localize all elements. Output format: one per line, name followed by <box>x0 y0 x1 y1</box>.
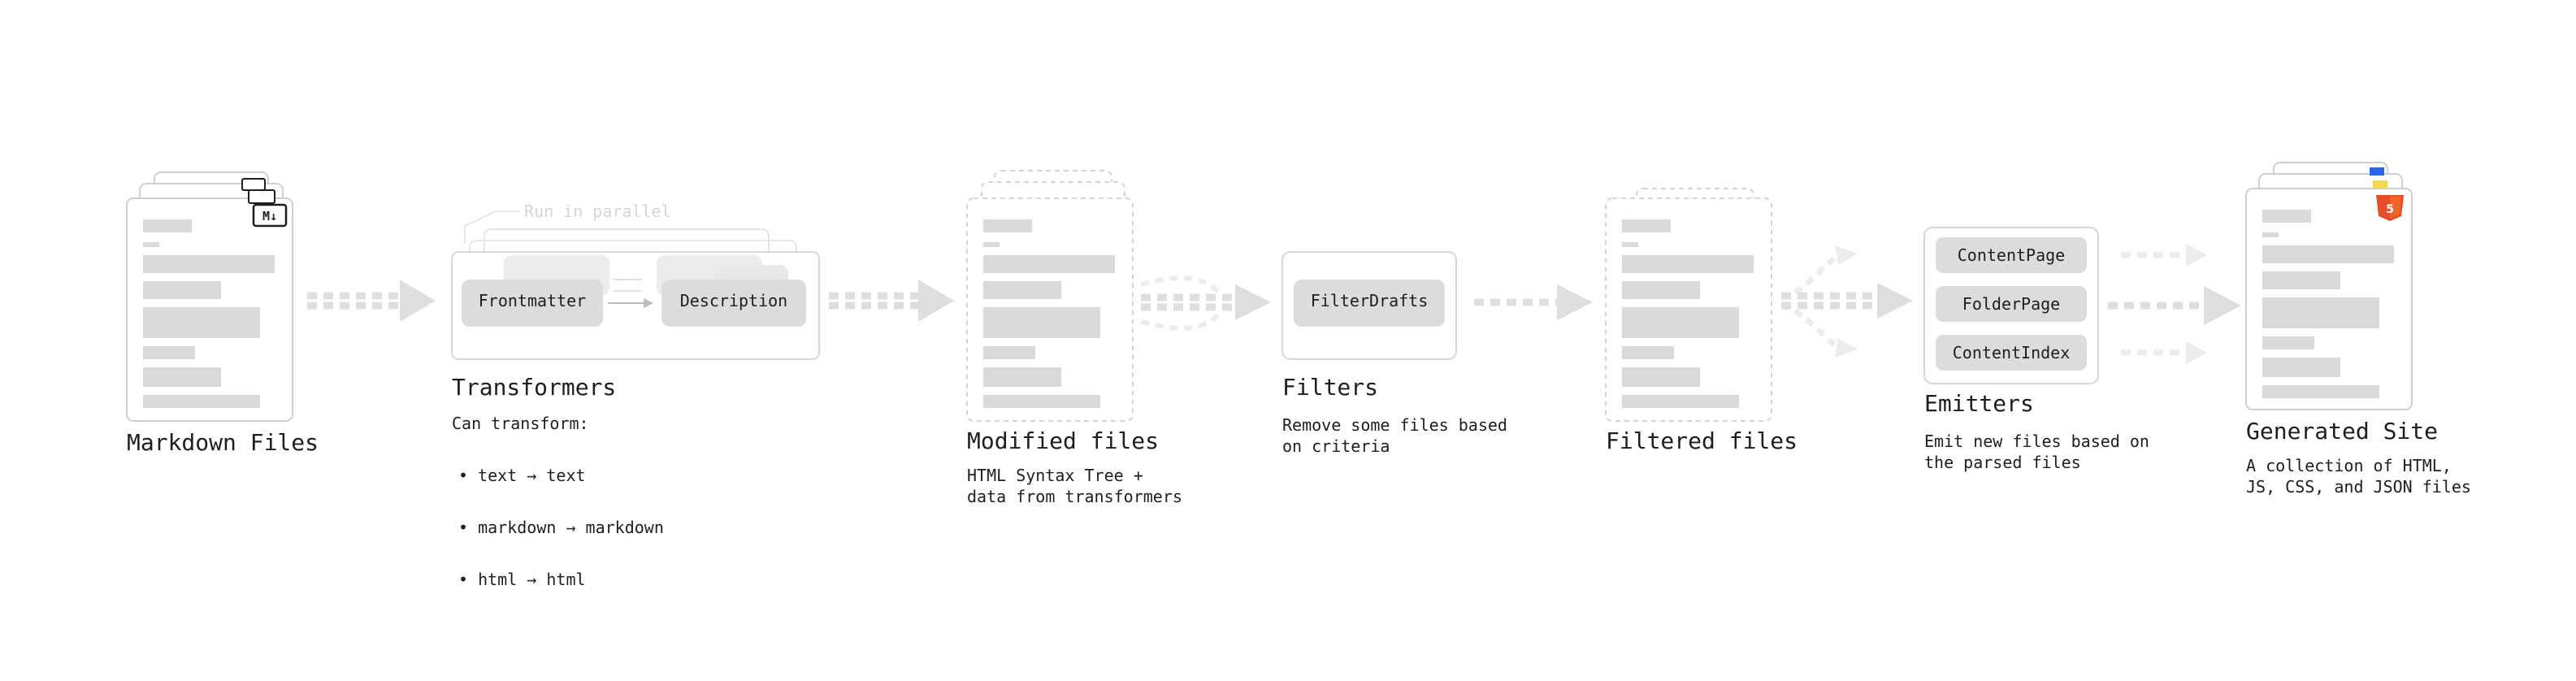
arrow-filtered-to-emitters <box>1780 245 1913 358</box>
transformers-description: Can transform: <box>452 414 589 433</box>
generated-site-description: A collection of HTML, JS, CSS, and JSON … <box>2246 456 2471 497</box>
description-node <box>661 280 806 327</box>
filterdrafts-node <box>1294 280 1445 327</box>
contentpage-label: ContentPage <box>1957 245 2066 265</box>
markdown-icon: M↓ <box>252 203 288 228</box>
folderpage-node <box>1936 286 2087 322</box>
contentindex-label: ContentIndex <box>1952 343 2071 362</box>
generated-site-title: Generated Site <box>2246 418 2439 445</box>
run-in-parallel-label: Run in parallel <box>524 202 671 221</box>
arrow-markdown-to-transformers <box>307 280 436 322</box>
transform-list: text → text markdown → markdown html → h… <box>458 434 664 605</box>
filters-description: Remove some files based on criteria <box>1282 415 1507 456</box>
html5-icon: 5 <box>2376 195 2404 221</box>
description-label: Description <box>679 291 788 310</box>
filters-title: Filters <box>1282 374 1379 401</box>
frontmatter-label: Frontmatter <box>478 291 587 310</box>
modified-files-description: HTML Syntax Tree + data from transformer… <box>967 466 1182 506</box>
svg-text:5: 5 <box>2386 203 2394 216</box>
transform-item: html → html <box>458 569 664 590</box>
svg-text:M↓: M↓ <box>262 209 277 223</box>
filtered-files-title: Filtered files <box>1606 427 1798 454</box>
markdown-files-stack: M↓ <box>126 171 293 422</box>
folderpage-label: FolderPage <box>1962 294 2061 314</box>
filters-group <box>1281 251 1457 360</box>
generated-site-stack: 5 <box>2245 162 2413 410</box>
modified-files-stack <box>966 170 1134 422</box>
emitters-group <box>1923 227 2099 384</box>
emitters-description: Emit new files based on the parsed files <box>1924 432 2149 472</box>
emitters-title: Emitters <box>1924 390 2034 417</box>
arrow-modified-to-filters <box>1140 275 1271 331</box>
transform-item: markdown → markdown <box>458 517 664 538</box>
transformers-title: Transformers <box>452 374 617 401</box>
frontmatter-node <box>462 280 603 327</box>
modified-files-title: Modified files <box>967 427 1160 454</box>
contentindex-node <box>1936 335 2087 371</box>
transform-item: text → text <box>458 465 664 486</box>
arrow-filters-to-filtered <box>1474 284 1593 320</box>
transformers-group <box>451 210 820 360</box>
arrow-transformers-to-modified <box>829 280 954 322</box>
filterdrafts-label: FilterDrafts <box>1310 291 1429 310</box>
arrow-emitters-to-generated <box>2108 244 2241 364</box>
markdown-files-title: Markdown Files <box>127 429 319 456</box>
contentpage-node <box>1936 237 2087 273</box>
filtered-files-stack <box>1605 188 1772 422</box>
